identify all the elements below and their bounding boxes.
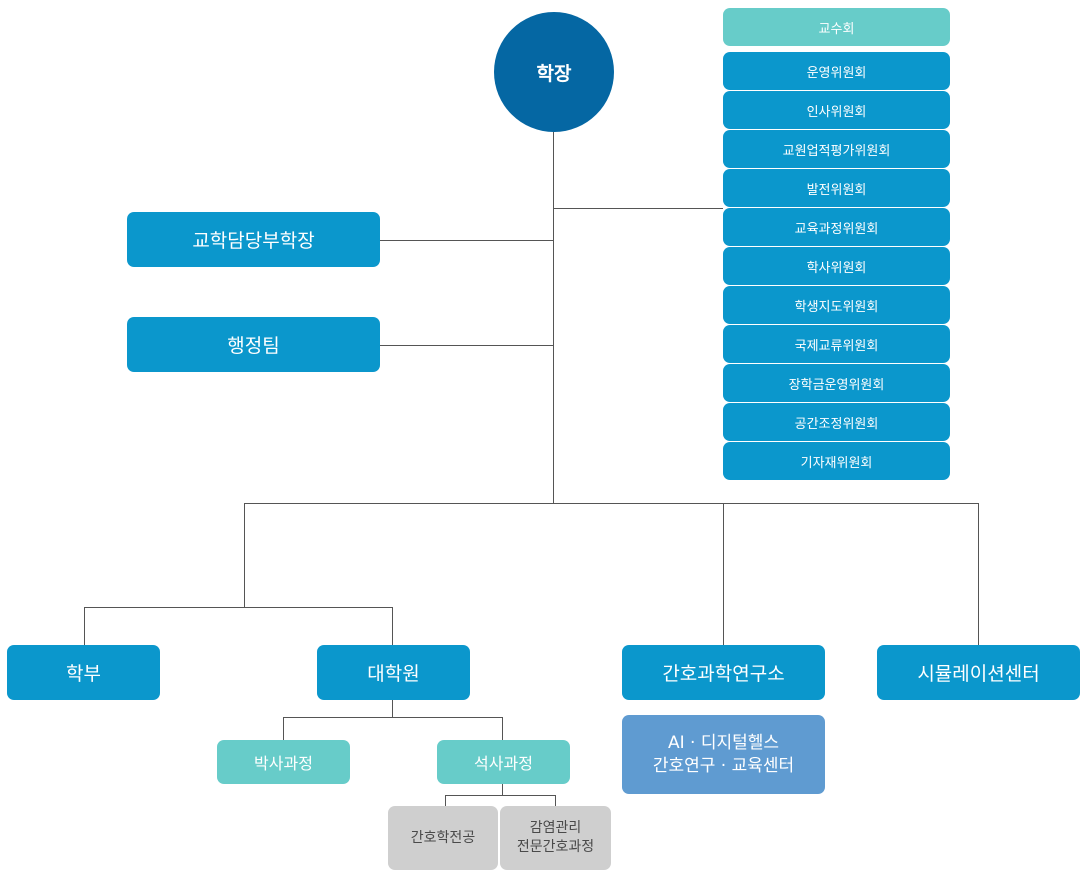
committee-international: 국제교류위원회 [723,325,950,363]
graduate-label: 대학원 [367,663,420,685]
committee-faculty-evaluation: 교원업적평가위원회 [723,130,950,168]
research-institute-label: 간호과학연구소 [662,663,785,685]
admin-team-label: 행정팀 [227,335,280,357]
committee-label: 발전위원회 [806,182,867,198]
committee-label: 교육과정위원회 [794,221,879,237]
doctoral-program-box: 박사과정 [217,740,350,784]
committee-equipment: 기자재위원회 [723,442,950,480]
vice-dean-box: 교학담당부학장 [127,212,380,267]
committee-label: 학생지도위원회 [794,299,879,315]
president-node: 학장 [494,12,614,132]
committee-academic-affairs: 학사위원회 [723,247,950,285]
committee-faculty-council: 교수회 [723,8,950,46]
committee-label: 학사위원회 [806,260,867,276]
infection-control-line-2: 전문간호과정 [516,839,595,855]
committee-curriculum: 교육과정위원회 [723,208,950,246]
research-institute-box: 간호과학연구소 [622,645,825,700]
infection-control-box: 감염관리 전문간호과정 [500,806,611,870]
vice-dean-label: 교학담당부학장 [192,230,315,252]
committee-label: 교수회 [818,21,855,37]
committee-scholarship: 장학금운영위원회 [723,364,950,402]
masters-program-label: 석사과정 [474,754,533,773]
simulation-center-box: 시뮬레이션센터 [877,645,1080,700]
admin-team-box: 행정팀 [127,317,380,372]
committee-label: 기자재위원회 [800,455,873,471]
ai-center-line-2: 간호연구 · 교육센터 [652,755,795,776]
committee-space: 공간조정위원회 [723,403,950,441]
committee-student-guidance: 학생지도위원회 [723,286,950,324]
undergrad-label: 학부 [66,663,101,685]
doctoral-program-label: 박사과정 [254,754,313,773]
committee-label: 운영위원회 [806,65,867,81]
ai-center-line-1: AI · 디지털헬스 [667,732,780,753]
committee-label: 공간조정위원회 [794,416,879,432]
simulation-center-label: 시뮬레이션센터 [917,663,1040,685]
infection-control-line-1: 감염관리 [529,820,582,836]
masters-program-box: 석사과정 [437,740,570,784]
president-label: 학장 [536,62,572,85]
nursing-major-label: 간호학전공 [410,829,476,846]
committee-operations: 운영위원회 [723,52,950,90]
committee-label: 국제교류위원회 [794,338,879,354]
committee-personnel: 인사위원회 [723,91,950,129]
nursing-major-box: 간호학전공 [388,806,498,870]
undergrad-box: 학부 [7,645,160,700]
committee-label: 인사위원회 [806,104,867,120]
ai-digital-health-center-box: AI · 디지털헬스 간호연구 · 교육센터 [622,715,825,794]
committee-label: 장학금운영위원회 [788,377,885,393]
graduate-box: 대학원 [317,645,470,700]
committee-label: 교원업적평가위원회 [782,143,891,159]
committee-development: 발전위원회 [723,169,950,207]
